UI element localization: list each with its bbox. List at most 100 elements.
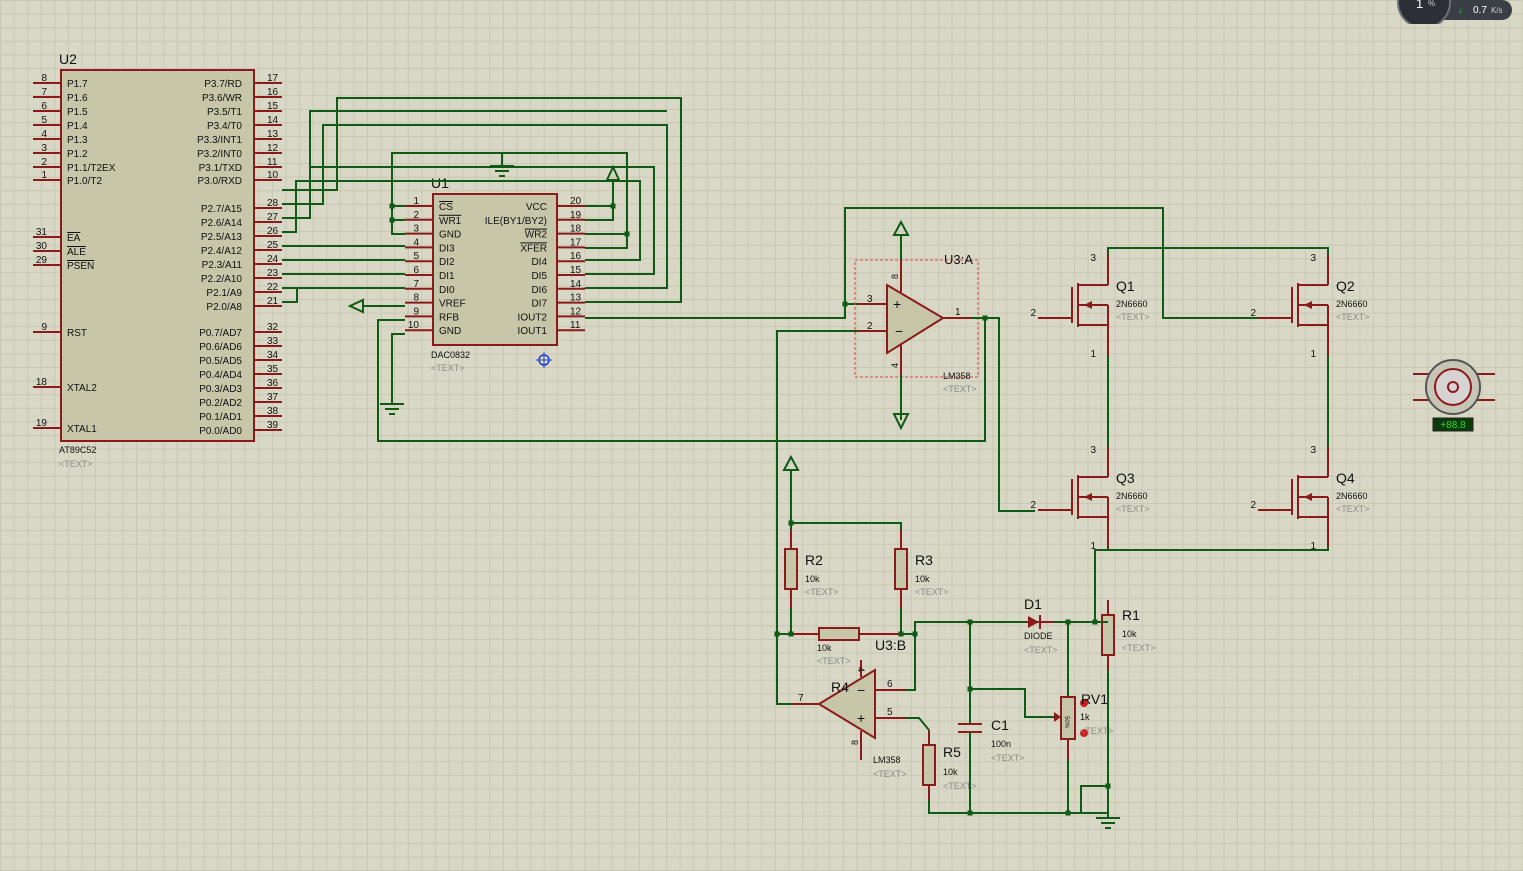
wire [282,203,297,232]
u1-pin-num: 15 [570,265,582,276]
u2-pin-name: P3.0/RXD [198,176,242,187]
u1-pin-num: 14 [570,279,582,290]
u2-pin-name: P3.3/INT1 [197,135,242,146]
u1-pin-name: DI4 [531,257,547,268]
power-arrow-icon [605,164,621,181]
mosfet-q1 [1038,255,1109,355]
u1-pin-num: 10 [408,320,420,331]
percent-dial [1397,0,1451,24]
speed-unit: K/s [1491,6,1503,15]
d1-ref: D1 [1024,596,1042,612]
r1-body [1101,614,1115,656]
r3-text: <TEXT> [915,587,949,597]
u3a-pin-num: 8 [890,274,900,279]
mosfet-q2 [1258,255,1329,355]
mosfet-pin-num: 3 [1090,253,1096,264]
u2-pin-num: 25 [267,240,279,251]
mosfet-ref: Q4 [1336,470,1355,486]
wire [377,318,986,442]
mosfet-arrow-icon [1084,493,1092,501]
u3b-pin-num: 7 [798,693,804,704]
u2-pin-name: P3.7/RD [204,79,242,90]
u2-pin-num: 32 [267,322,279,333]
u1-part: DAC0832 [431,350,470,360]
u1-pin-num: 4 [413,237,419,248]
u3a-ref: U3:A [944,252,973,267]
wire [905,717,930,731]
u3a-plus-sign: + [893,296,901,312]
u3a-pin-num: 2 [867,321,873,332]
u1-text: <TEXT> [431,363,465,373]
junction-dot [1065,619,1071,625]
r4-value: 10k [817,643,832,653]
u1-pin-name: IOUT2 [518,312,548,323]
u2-pin-name: P2.6/A14 [201,218,243,229]
d1-part: DIODE [1024,631,1053,641]
u3b-pin-num: 5 [887,707,893,718]
r5-ref: R5 [943,744,961,760]
mosfet-arrow-icon [1304,493,1312,501]
u2-pin-num: 13 [267,129,279,140]
r3-value: 10k [915,574,930,584]
u2-pin-num: 22 [267,282,279,293]
u3a-part: LM358 [943,371,971,381]
wire [777,608,792,635]
mosfet-pin-num: 2 [1030,500,1036,511]
u2-pin-num: 27 [267,212,279,223]
u1-pin-num: 8 [413,293,419,304]
u1-pin-num: 2 [413,210,419,221]
wire [905,634,916,691]
u2-text: <TEXT> [59,459,93,469]
r4-body [818,627,860,641]
r1-ref: R1 [1122,607,1140,623]
d1-triangle-icon [1028,616,1039,628]
junction-dot [898,631,904,637]
wire [972,317,1035,512]
mosfet-arrow-icon [1084,301,1092,309]
u3b-pin-num: 4 [856,667,866,672]
network-speed-badge: 1 % ↓ 0.7 K/s [1397,0,1512,24]
wire [900,608,1025,635]
u1-pin-num: 16 [570,251,582,262]
u3a-opamp-body [886,283,945,355]
u1-pin-name: DI3 [439,243,455,254]
u2-pin-num: 19 [36,418,48,429]
u2-pin-num: 39 [267,420,279,431]
u1-pin-name: DI7 [531,299,547,310]
u2-pin-num: 30 [36,241,48,252]
u2-pin-name: P0.2/AD2 [199,398,242,409]
u2-pin-name: P2.1/A9 [206,288,242,299]
u1-pin-name: WR2 [525,230,548,241]
u2-pin-num: 14 [267,115,279,126]
junction-dot [1105,783,1111,789]
u1-pin-name: DI2 [439,257,455,268]
mosfet-text: <TEXT> [1336,312,1370,322]
mosfet-pin-num: 3 [1310,253,1316,264]
u1-pin-num: 5 [413,251,419,262]
junction-dot [1065,810,1071,816]
c1-ref: C1 [991,717,1009,733]
u1-pin-num: 7 [413,279,419,290]
u1-pin-num: 3 [413,224,419,235]
r2-body [784,548,798,590]
u2-body [60,69,255,442]
wire [1107,247,1329,255]
rv1-ref: RV1 [1081,691,1108,707]
u2-pin-name: P0.5/AD5 [199,356,242,367]
mosfet-pin-num: 3 [1310,445,1316,456]
u2-pin-name: XTAL2 [67,383,97,394]
u2-pin-name: P3.4/T0 [207,121,242,132]
junction-dot [982,315,988,321]
wire [585,205,614,221]
r1-value: 10k [1122,629,1137,639]
u2-pin-name: P1.0/T2 [67,176,102,187]
vref-arrow-icon [347,298,364,314]
u1-pin-name: VREF [439,299,466,310]
r5-body [922,744,936,786]
wire [790,522,902,530]
u1-body [432,193,558,346]
wire [282,124,668,289]
u2-pin-name: P1.1/T2EX [67,163,116,174]
u2-pin-name: P1.7 [67,79,88,90]
